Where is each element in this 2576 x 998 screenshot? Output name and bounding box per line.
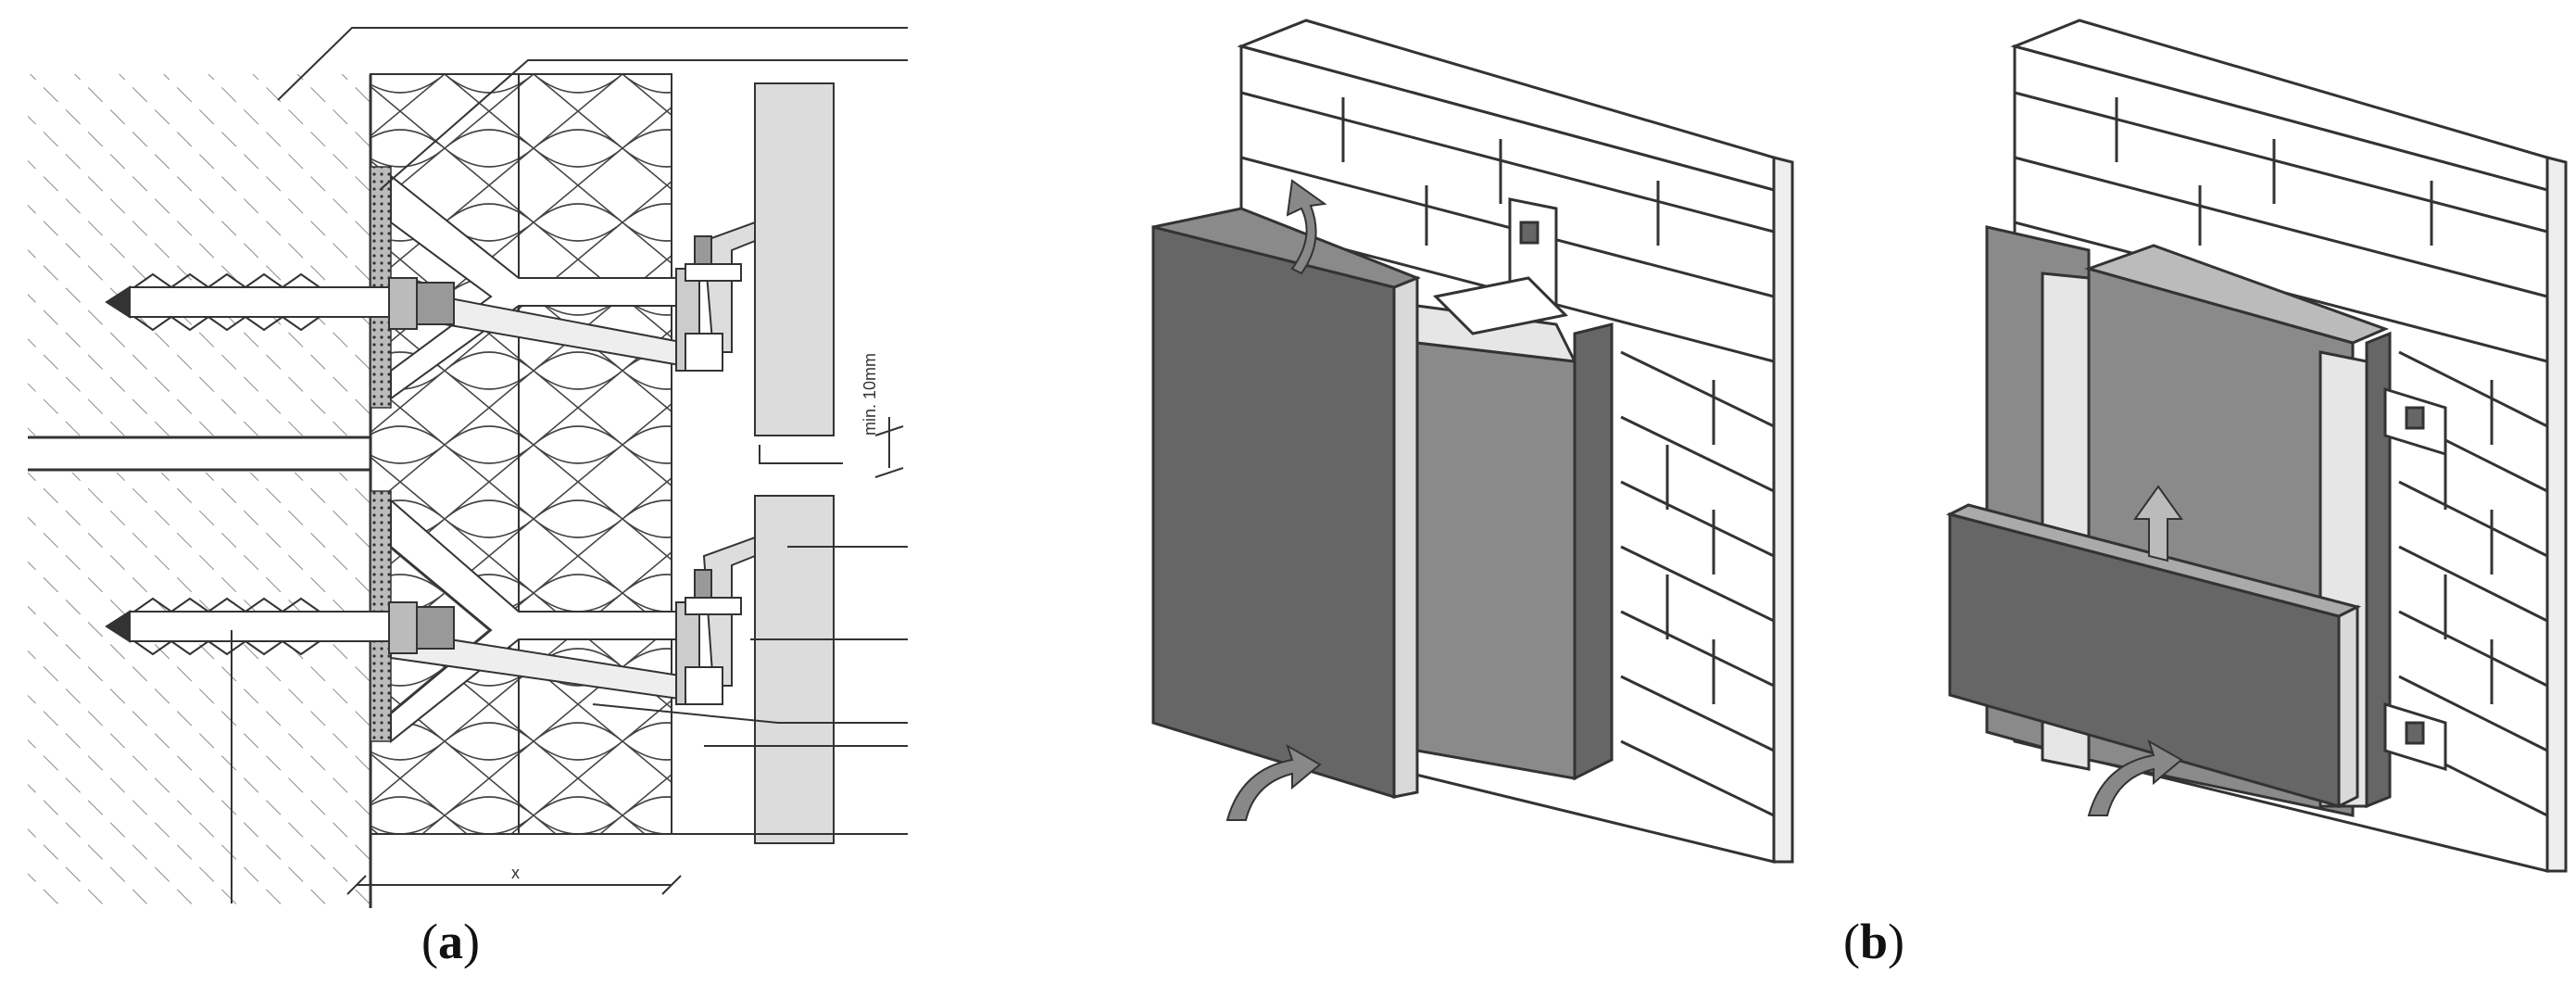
mounted-panel-top-2 <box>2084 244 2390 345</box>
wall-side-2 <box>2545 156 2568 873</box>
section-drawing: x min. 10mm <box>28 27 908 908</box>
arrow-up-icon-2 <box>2087 739 2183 816</box>
cladding-panel-upper <box>754 82 835 436</box>
wall-side-1 <box>1772 156 1794 864</box>
illustration-2 <box>1945 19 2568 873</box>
anchor-lower <box>105 597 455 656</box>
mounted-panel-side-2 <box>2365 331 2392 809</box>
caption-b: (b) <box>1843 914 1905 969</box>
loose-panel-face <box>1151 225 1396 800</box>
insulation-layer-2 <box>518 73 672 835</box>
leader-lines <box>231 27 908 903</box>
wall-hatch-lower <box>28 473 371 908</box>
arrow-up-icon <box>1225 743 1322 821</box>
screw-upper <box>685 235 742 372</box>
wall-bracket-1 <box>1432 197 1569 335</box>
loose-panel-edge <box>1392 275 1419 799</box>
illustration-1 <box>1151 19 1794 864</box>
wall-clip-upper <box>2383 386 2447 457</box>
mounted-panel-face <box>1415 341 1577 780</box>
loose-panel-side-2 <box>2337 604 2359 809</box>
cladding-panel-lower <box>754 495 835 844</box>
wall-hatch-upper <box>28 74 371 436</box>
anchor-upper <box>105 272 455 332</box>
arrow-up-icon-3 <box>2133 485 2183 562</box>
arrow-curved-icon <box>1286 179 1327 275</box>
dimension-x-label: x <box>511 864 520 882</box>
dimension-x <box>346 875 682 895</box>
dimension-gap-label: min. 10mm <box>861 353 879 436</box>
caption-a: (a) <box>421 914 480 969</box>
wall-clip-lower <box>2383 701 2447 772</box>
mounted-panel-side <box>1573 322 1614 781</box>
screw-lower <box>685 569 742 705</box>
dimension-gap <box>874 417 904 478</box>
loose-panel-top <box>1152 207 1422 289</box>
bracket-upper <box>390 173 756 400</box>
